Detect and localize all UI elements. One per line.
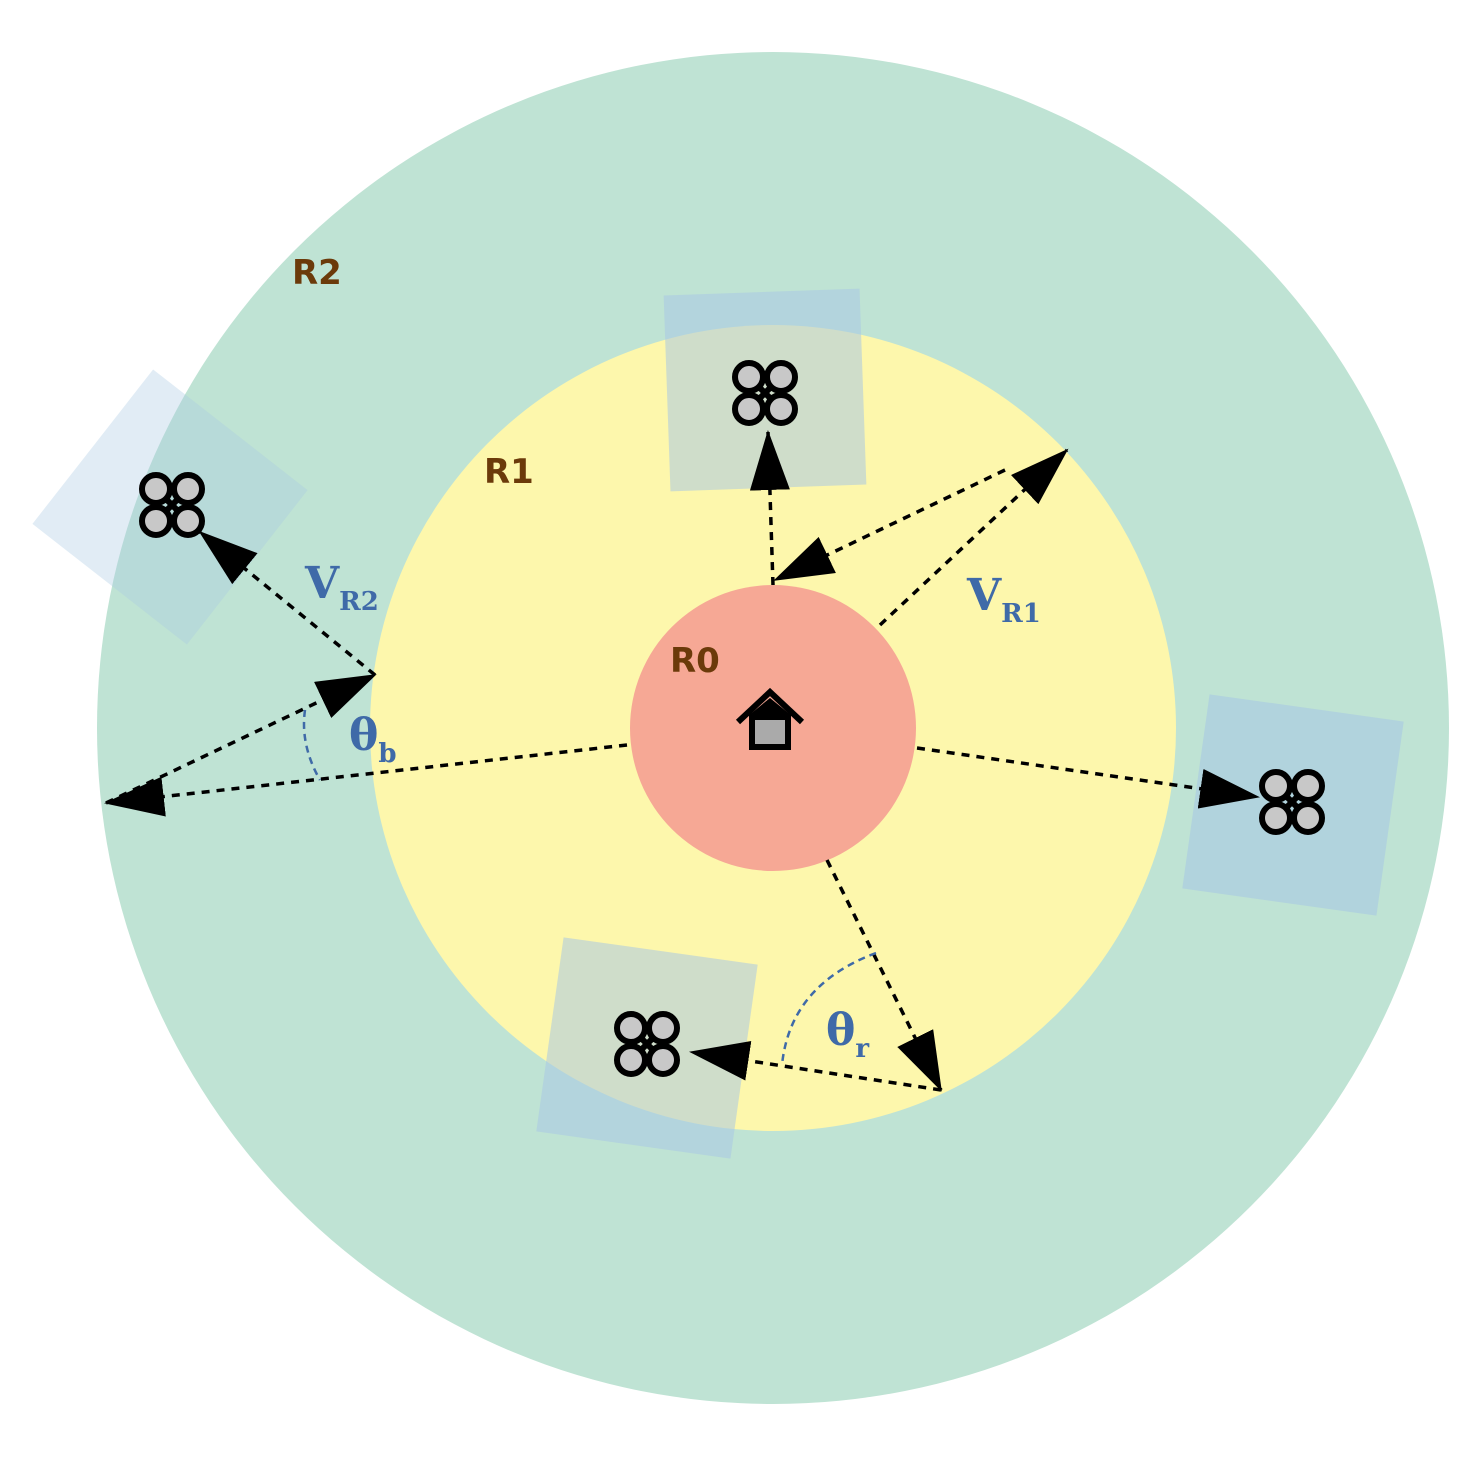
drone-icon <box>617 1014 677 1074</box>
arrow-lower-right-to-drone <box>689 1040 942 1092</box>
region-label-r2: R2 <box>292 253 342 293</box>
theta-b-arc <box>302 709 322 781</box>
theta-r-arc <box>780 951 877 1066</box>
velocity-label-r1: VR1 <box>966 570 1041 629</box>
arrow-center-to-upper-right <box>878 448 1069 627</box>
arrow-upper-right-return <box>773 468 1006 582</box>
arrow-center-to-left <box>104 743 628 817</box>
region-label-r1: R1 <box>484 452 534 492</box>
region-label-r0: R0 <box>670 641 720 681</box>
home-icon <box>735 687 805 750</box>
arrow-center-to-right-drone <box>916 746 1260 809</box>
velocity-label-r2: VR2 <box>304 558 379 617</box>
angle-label-theta-r: θr <box>826 1005 869 1064</box>
drone-icon <box>1262 772 1322 832</box>
arrow-center-to-top-drone <box>749 430 790 586</box>
arrow-center-to-lower-right <box>825 859 943 1092</box>
drone-icon <box>735 363 795 423</box>
angle-label-theta-b: θb <box>349 710 397 769</box>
arrow-left-reflect-up <box>105 673 377 805</box>
drone-icon <box>142 475 202 535</box>
arrow-left-to-drone <box>198 530 377 677</box>
